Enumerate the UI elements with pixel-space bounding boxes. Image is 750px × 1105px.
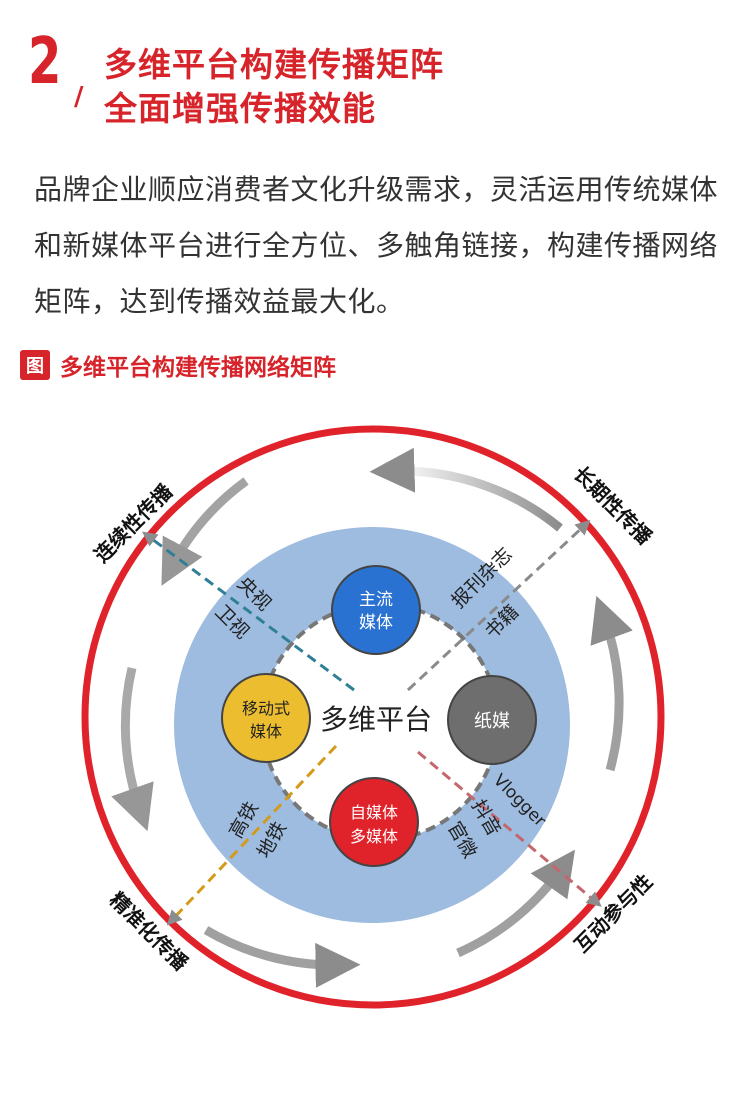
node-self-media <box>329 777 419 867</box>
paragraph-line: 和新媒体平台进行全方位、多触角链接，构建传播网络 <box>34 229 719 262</box>
section-title-line1: 多维平台构建传播矩阵 <box>104 45 444 84</box>
section-title-line2: 全面增强传播效能 <box>104 89 376 128</box>
node-mobile-media <box>221 673 311 763</box>
node-bottom-line1: 自媒体 <box>350 803 398 822</box>
node-left-line1: 移动式 <box>242 699 290 718</box>
node-right-label: 纸媒 <box>474 711 510 732</box>
section-number: 2 <box>28 25 62 99</box>
dashed-line-gold <box>166 744 338 926</box>
curved-arrow-bottom <box>203 926 361 988</box>
dashed-line-gray <box>406 519 591 692</box>
node-print-media <box>447 675 537 765</box>
paragraph-line: 矩阵，达到传播效益最大化。 <box>34 285 405 318</box>
node-top-line2: 媒体 <box>359 613 393 633</box>
curved-arrow-right <box>590 595 633 772</box>
curved-arrow-left-lower <box>111 666 154 832</box>
media-matrix-diagram: 主流 媒体 移动式 媒体 纸媒 自媒体 多媒体 多维平台 央视 卫视 报刊杂志 … <box>81 425 665 1009</box>
curved-arrow-top <box>369 447 563 532</box>
section-slash: / <box>74 82 84 112</box>
figure-badge: 图 <box>20 350 50 380</box>
node-left-line2: 媒体 <box>250 722 282 741</box>
dashed-line-teal <box>141 531 355 692</box>
paragraph-line: 品牌企业顺应消费者文化升级需求，灵活运用传统媒体 <box>34 173 719 206</box>
center-label: 多维平台 <box>320 703 432 736</box>
curved-arrow-bottom-right <box>456 849 576 958</box>
node-mainstream-media <box>331 565 421 655</box>
dashed-line-pink <box>417 750 602 907</box>
figure-title: 多维平台构建传播网络矩阵 <box>60 355 336 381</box>
node-top-line1: 主流 <box>359 590 393 610</box>
intro-paragraph: 品牌企业顺应消费者文化升级需求，灵活运用传统媒体 和新媒体平台进行全方位、多触角… <box>34 162 724 330</box>
figure-caption: 图 多维平台构建传播网络矩阵 <box>20 348 336 382</box>
curved-arrow-left <box>161 477 249 586</box>
node-bottom-line2: 多媒体 <box>350 827 398 846</box>
